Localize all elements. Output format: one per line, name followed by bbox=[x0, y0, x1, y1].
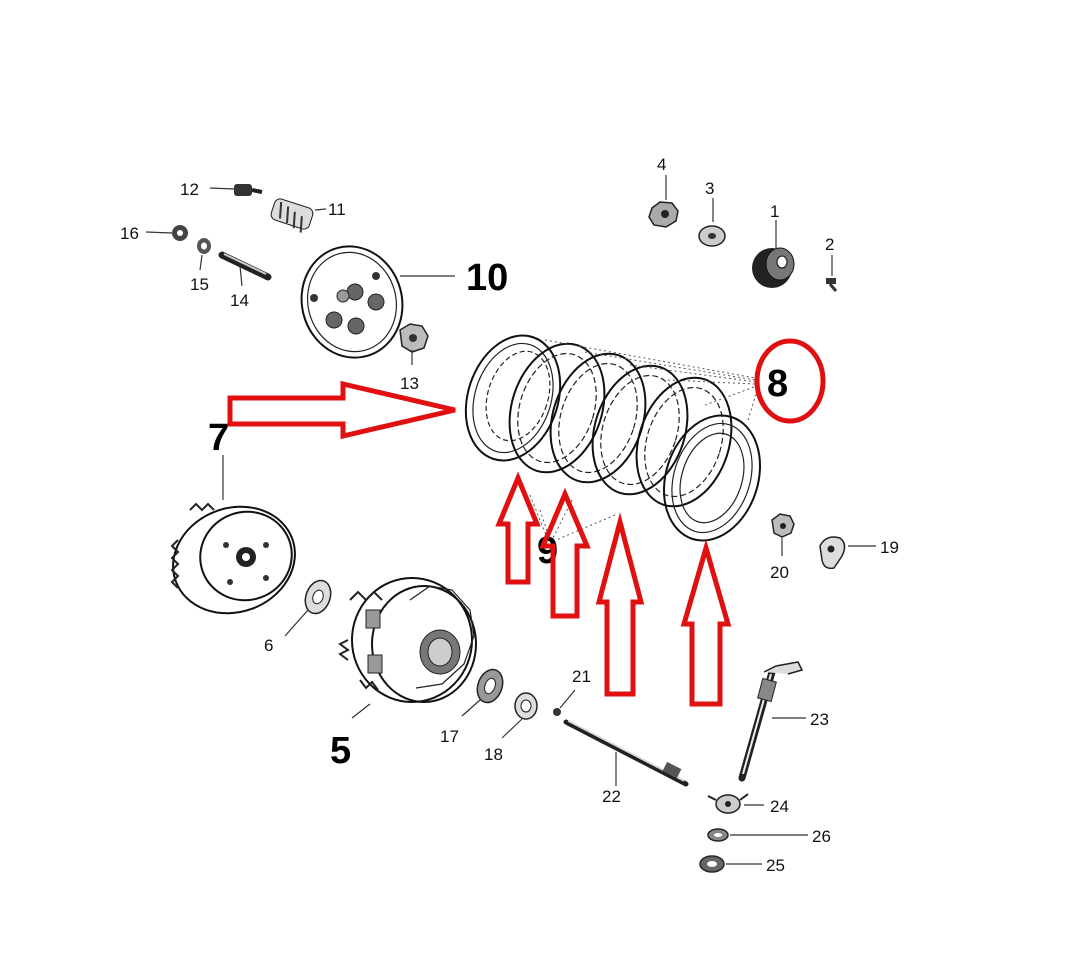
part-18-washer bbox=[514, 692, 538, 720]
clutch-plate-4 bbox=[591, 364, 689, 496]
part-17-washer bbox=[476, 668, 504, 704]
part-5-clutch-housing bbox=[338, 577, 477, 703]
part-23-release-lever bbox=[738, 661, 804, 782]
label-20: 20 bbox=[770, 563, 789, 582]
part-12-bolt bbox=[234, 184, 263, 196]
part-2-screw bbox=[826, 278, 838, 292]
label-5: 5 bbox=[330, 730, 351, 772]
part-19-lock-plate bbox=[819, 536, 846, 570]
part-7-primary-gear bbox=[170, 502, 296, 615]
part-25-seal bbox=[699, 855, 725, 873]
clutch-plate-5 bbox=[635, 376, 733, 508]
label-24: 24 bbox=[770, 797, 789, 816]
red-arrow-right bbox=[227, 380, 456, 440]
part-22-push-rod bbox=[563, 719, 689, 787]
label-17: 17 bbox=[440, 727, 459, 746]
part-11-spring bbox=[270, 198, 314, 233]
part-10-pressure-plate bbox=[300, 245, 404, 359]
clutch-plate-6 bbox=[662, 414, 762, 542]
leader-11 bbox=[314, 208, 327, 211]
clutch-plate-1 bbox=[464, 334, 562, 462]
leader-6 bbox=[284, 609, 309, 637]
part-21-ball bbox=[553, 708, 561, 716]
callout-8-highlight-circle bbox=[754, 338, 826, 424]
label-12: 12 bbox=[180, 180, 199, 199]
label-11: 11 bbox=[328, 200, 346, 219]
part-16-nut bbox=[172, 225, 188, 241]
label-26: 26 bbox=[812, 827, 831, 846]
label-10: 10 bbox=[466, 257, 508, 299]
red-arrow-up-4 bbox=[680, 539, 732, 707]
label-14: 14 bbox=[230, 291, 249, 310]
part-26-ring bbox=[707, 828, 729, 842]
label-4: 4 bbox=[657, 155, 666, 174]
red-arrow-up-3 bbox=[595, 512, 645, 697]
part-20-nut bbox=[771, 513, 795, 538]
part-1-gear bbox=[752, 247, 795, 288]
label-1: 1 bbox=[770, 202, 779, 221]
label-3: 3 bbox=[705, 179, 714, 198]
leader-18 bbox=[501, 718, 523, 739]
label-23: 23 bbox=[810, 710, 829, 729]
leader-21 bbox=[559, 689, 576, 709]
leader-17 bbox=[461, 699, 481, 717]
part-14-pin bbox=[218, 251, 272, 281]
part-13-nut bbox=[399, 323, 429, 353]
part-8-9-clutch-plate-stack bbox=[464, 334, 762, 542]
label-18: 18 bbox=[484, 745, 503, 764]
label-8: 8 bbox=[767, 363, 788, 405]
label-6: 6 bbox=[264, 636, 273, 655]
label-13: 13 bbox=[400, 374, 419, 393]
leader-15 bbox=[199, 254, 203, 271]
clutch-plate-2 bbox=[508, 342, 606, 474]
red-arrow-up-2 bbox=[539, 487, 591, 619]
leader-16 bbox=[145, 231, 173, 234]
leader-5 bbox=[351, 703, 371, 719]
leader-12 bbox=[209, 187, 235, 190]
label-15: 15 bbox=[190, 275, 209, 294]
part-4-nut bbox=[648, 201, 679, 228]
label-2: 2 bbox=[825, 235, 834, 254]
label-22: 22 bbox=[602, 787, 621, 806]
label-25: 25 bbox=[766, 856, 785, 875]
label-19: 19 bbox=[880, 538, 899, 557]
red-arrow-up-1 bbox=[495, 471, 541, 585]
label-7: 7 bbox=[208, 417, 229, 459]
label-16: 16 bbox=[120, 224, 139, 243]
part-6-thrust-washer bbox=[304, 579, 332, 615]
part-3-washer bbox=[698, 225, 726, 247]
leader-14 bbox=[239, 265, 243, 287]
label-21: 21 bbox=[572, 667, 591, 686]
part-24-spring bbox=[707, 793, 749, 814]
part-15-washer bbox=[197, 238, 211, 254]
